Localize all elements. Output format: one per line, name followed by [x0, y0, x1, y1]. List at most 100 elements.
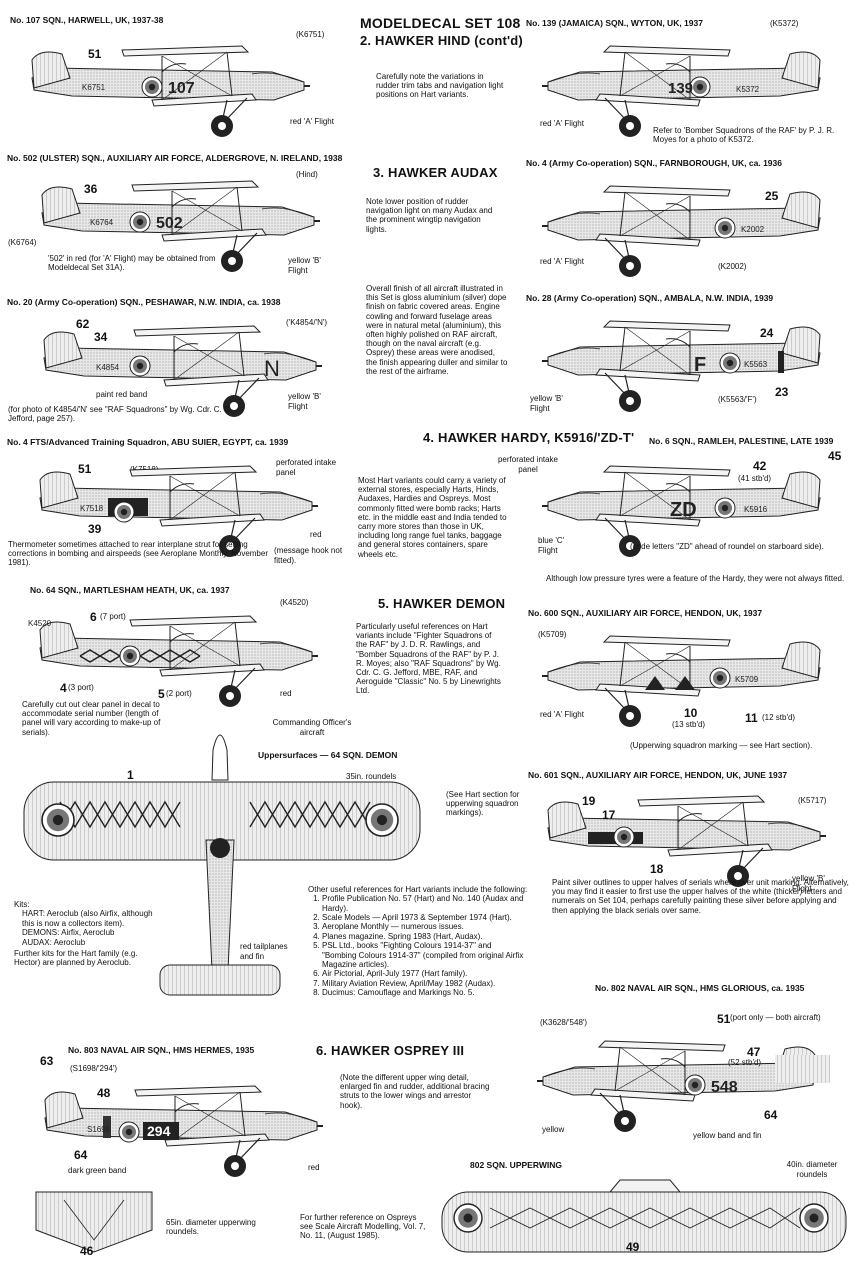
- aircraft-28-serial: (K5563/'F'): [718, 395, 757, 404]
- tail-803-drawing: [35, 1191, 153, 1253]
- hardy-code-note: (code letters "ZD" ahead of roundel on s…: [630, 542, 824, 551]
- aircraft-28-drawing: F K5563: [541, 320, 821, 413]
- aircraft-600-num-11: 11: [745, 711, 758, 725]
- upper64-roundel-label: 35in. roundels: [346, 772, 397, 781]
- ref-item: PSL Ltd., books "Fighting Colours 1914-3…: [322, 941, 528, 969]
- aircraft-4fts-fuse-serial: K7518: [80, 504, 104, 513]
- aircraft-20-flight-label: yellow 'B' Flight: [288, 392, 321, 411]
- other-references: Other useful references for Hart variant…: [308, 885, 528, 998]
- aircraft-6-fuse-serial: K5916: [744, 505, 768, 514]
- upper802-roundel-label: 40in. diameter roundels: [786, 1160, 838, 1179]
- aircraft-802-num-51: 51: [717, 1012, 731, 1026]
- upper64-num-1: 1: [127, 768, 134, 782]
- osprey-note: (Note the different upper wing detail, e…: [340, 1073, 490, 1110]
- aircraft-802-serial: (K3628/'548'): [540, 1018, 588, 1027]
- kits-label: Kits:: [14, 900, 30, 909]
- aircraft-803-band-label: dark green band: [68, 1166, 127, 1175]
- aircraft-600-num-11b: (12 stb'd): [762, 713, 796, 722]
- aircraft-802-caption: No. 802 NAVAL AIR SQN., HMS GLORIOUS, ca…: [595, 983, 805, 993]
- thermometer-note: Thermometer sometimes attached to rear i…: [8, 540, 268, 568]
- upper802-num-49: 49: [626, 1240, 640, 1254]
- aircraft-6-caption: No. 6 SQN., RAMLEH, PALESTINE, LATE 1939: [649, 436, 834, 446]
- cut-panel-note: Carefully cut out clear panel in decal t…: [22, 700, 161, 737]
- aircraft-20-code: N: [264, 356, 280, 381]
- stores-note: Most Hart variants could carry a variety…: [358, 476, 507, 559]
- aircraft-6-code: ZD: [670, 499, 697, 521]
- audax-lights-note: Note lower position of rudder navigation…: [366, 197, 493, 234]
- aircraft-600-serial: (K5709): [538, 630, 567, 639]
- aircraft-20-num-62: 62: [76, 317, 90, 331]
- aircraft-802-drawing: 548: [536, 1040, 830, 1133]
- aircraft-802-num-64: 64: [764, 1108, 778, 1122]
- aircraft-803-code: 294: [147, 1123, 171, 1139]
- aircraft-139-flight-label: red 'A' Flight: [540, 119, 584, 128]
- aircraft-803-fuse-serial: S1698: [87, 1125, 111, 1134]
- aircraft-4aux-fuse-serial: K2002: [741, 225, 765, 234]
- section-hardy-title: 4. HAWKER HARDY, K5916/'ZD-T': [423, 430, 635, 445]
- aircraft-139-serial: (K5372): [770, 19, 799, 28]
- ref-item: Profile Publication No. 57 (Hart) and No…: [322, 894, 528, 913]
- k4854-photo-note: (for photo of K4854/'N' see "RAF Squadro…: [8, 405, 233, 424]
- ref-item: Military Aviation Review, April/May 1982…: [322, 979, 528, 988]
- hardy-tyres-note: Although low pressure tyres were a featu…: [546, 574, 845, 583]
- aircraft-20-caption: No. 20 (Army Co-operation) SQN., PESHAWA…: [7, 297, 281, 307]
- aircraft-4aux-caption: No. 4 (Army Co-operation) SQN., FARNBORO…: [526, 158, 782, 168]
- aircraft-64-num-4: 4: [60, 681, 67, 695]
- aircraft-20-num-34: 34: [94, 330, 108, 344]
- aircraft-600-caption: No. 600 SQN., AUXILIARY AIR FORCE, HENDO…: [528, 608, 763, 618]
- aircraft-601-caption: No. 601 SQN., AUXILIARY AIR FORCE, HENDO…: [528, 770, 788, 780]
- ref-item: Air Pictorial, April-July 1977 (Hart fam…: [322, 969, 528, 978]
- aircraft-4aux-serial: (K2002): [718, 262, 747, 271]
- aircraft-64-num-6b: (7 port): [100, 612, 126, 621]
- aircraft-20-serial: ('K4854/'N'): [286, 318, 328, 327]
- section-osprey-title: 6. HAWKER OSPREY III: [316, 1043, 465, 1058]
- aircraft-502-num-36: 36: [84, 182, 98, 196]
- upper64-tail-label: red tailplanes and fin: [240, 942, 288, 961]
- aircraft-502-fuse-serial: K6764: [90, 218, 114, 227]
- aircraft-4fts-caption: No. 4 FTS/Advanced Training Squadron, AB…: [7, 437, 289, 447]
- aircraft-802-num-47b: (52 stb'd): [728, 1058, 762, 1067]
- aircraft-107-flight-label: red 'A' Flight: [290, 117, 334, 126]
- aircraft-600-flight-label: red 'A' Flight: [540, 710, 584, 719]
- aircraft-28-num-23: 23: [775, 385, 789, 399]
- aircraft-4fts-red-label: red: [310, 530, 322, 539]
- aircraft-4fts-num-51: 51: [78, 462, 92, 476]
- aircraft-4fts-num-39: 39: [88, 522, 102, 536]
- section-audax-title: 3. HAWKER AUDAX: [373, 165, 498, 180]
- section-hind-title: 2. HAWKER HIND (cont'd): [360, 33, 523, 48]
- aircraft-20-fuse-serial: K4854: [96, 363, 120, 372]
- aircraft-107-fuse-serial: K6751: [82, 83, 106, 92]
- aircraft-600-num-10b: (13 stb'd): [672, 720, 706, 729]
- aircraft-601-num-17: 17: [602, 808, 616, 822]
- aircraft-600-num-10: 10: [684, 706, 698, 720]
- aircraft-502-flight-label: yellow 'B' Flight: [288, 256, 321, 275]
- aircraft-502-caption: No. 502 (ULSTER) SQN., AUXILIARY AIR FOR…: [7, 153, 343, 163]
- aircraft-139-caption: No. 139 (JAMAICA) SQN., WYTON, UK, 1937: [526, 18, 703, 28]
- paint-silver-note: Paint silver outlines to upper halves of…: [552, 878, 849, 915]
- finish-note: Overall finish of all aircraft illustrat…: [366, 284, 508, 376]
- aircraft-502-drawing: 502 K6764: [41, 180, 321, 273]
- ref-item: Scale Models — April 1973 & September 19…: [322, 913, 528, 922]
- kits-demons: DEMONS: Airfix, Aeroclub: [22, 928, 115, 938]
- aircraft-601-drawing: [547, 795, 827, 888]
- kits-further: Further kits for the Hart family (e.g. H…: [14, 949, 138, 968]
- upper802-caption: 802 SQN. UPPERWING: [470, 1160, 562, 1170]
- aircraft-802-band-label: yellow band and fin: [693, 1131, 762, 1140]
- aircraft-64-fuse-serial: K4520: [28, 619, 52, 628]
- aircraft-6-flight-label: blue 'C' Flight: [538, 536, 565, 555]
- aircraft-600-drawing: K5709: [541, 635, 821, 728]
- aircraft-601-num-18: 18: [650, 862, 664, 876]
- aircraft-502-code: 502: [156, 215, 183, 232]
- aircraft-64-caption: No. 64 SQN., MARTLESHAM HEATH, UK, ca. 1…: [30, 585, 230, 595]
- aircraft-20-band-label: paint red band: [96, 390, 148, 399]
- aircraft-6-num-41: (41 stb'd): [738, 474, 772, 483]
- aircraft-107-caption: No. 107 SQN., HARWELL, UK, 1937-38: [10, 15, 164, 25]
- aircraft-601-num-19: 19: [582, 794, 596, 808]
- aircraft-64-drawing: K4520: [28, 615, 319, 708]
- aircraft-803-red-label: red: [308, 1163, 320, 1172]
- aircraft-803-num-64: 64: [74, 1148, 88, 1162]
- aircraft-4fts-drawing: K7518: [39, 465, 319, 558]
- aircraft-64-num-5b: (2 port): [166, 689, 192, 698]
- aircraft-64-num-5: 5: [158, 687, 165, 701]
- aircraft-6-num-45: 45: [828, 449, 842, 463]
